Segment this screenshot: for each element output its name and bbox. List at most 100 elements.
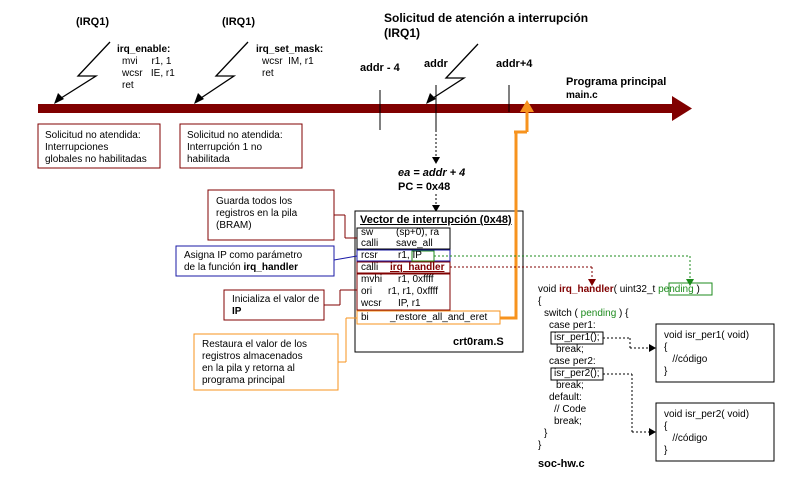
handler-break1: break; — [556, 344, 584, 355]
handler-file-label: soc-hw.c — [538, 458, 585, 470]
vec-row-7-op: wcsr — [361, 298, 382, 309]
note-box-2 — [179, 123, 303, 169]
irq-label-1: (IRQ1) — [76, 16, 109, 28]
isr1-line-4: } — [664, 366, 668, 377]
vec-row-2-op: calli — [361, 238, 379, 249]
irq-enable-line-3: ret — [122, 80, 134, 91]
switch-end: ) { — [616, 308, 629, 319]
lightning-tip-1 — [54, 93, 64, 104]
label-save-line-3: (BRAM) — [216, 220, 252, 231]
label-ip-line-1: Asigna IP como parámetro — [184, 250, 303, 261]
handler-call1: isr_per1(); — [554, 332, 600, 343]
label-box-ip — [175, 245, 335, 277]
lightning-tip-3 — [426, 93, 436, 104]
label-box-save — [207, 189, 335, 241]
irq-enable-line-1: mvi r1, 1 — [122, 56, 172, 67]
label-ip-line-2: de la función irq_handler — [184, 262, 298, 274]
vector-box — [354, 210, 524, 353]
vec-row-6-op: ori — [361, 286, 373, 297]
label-restore-line-4: programa principal — [202, 375, 285, 386]
isr2-box — [655, 402, 775, 462]
note2-line-3: habilitada — [187, 154, 230, 165]
vec-row-6-arg: r1, r1, 0xffff — [388, 286, 439, 297]
handler-case1: case per1: — [549, 320, 596, 331]
pc-line: PC = 0x48 — [398, 181, 451, 193]
vec-row-8-op: bi — [361, 312, 369, 323]
handler-call2: isr_per2(); — [554, 368, 600, 379]
ea-line: ea = addr + 4 — [398, 167, 465, 179]
handler-open: { — [538, 296, 542, 307]
switch-var: pending — [580, 308, 617, 319]
label-restore-line-1: Restaura el valor de los — [202, 339, 308, 350]
ea-text: ea = addr + 4 — [398, 167, 466, 179]
label-save-line-1: Guarda todos los — [216, 196, 293, 207]
handler-break2: break; — [556, 380, 584, 391]
sig-func: irq_handler — [559, 284, 614, 295]
label-init-line-2: IP — [232, 306, 242, 317]
lightning-icon-3 — [429, 43, 479, 101]
sig-args: ( uint32_t — [613, 284, 659, 295]
irq-set-mask-line-1: wcsr IM, r1 — [262, 56, 314, 67]
crt-file-label: crt0ram.S — [453, 336, 504, 348]
main-program-title: Programa principal — [566, 76, 667, 88]
note2-line-1: Solicitud no atendida: — [187, 130, 283, 141]
title-line-2: (IRQ1) — [384, 26, 420, 40]
vec-row-1-arg: (sp+0), ra — [396, 227, 440, 238]
sig-end: ) — [693, 284, 700, 295]
addr-minus4-label: addr - 4 — [360, 62, 400, 74]
vector-title: Vector de interrupción (0x48) — [360, 214, 512, 226]
vec-row-3-op: rcsr — [361, 250, 378, 261]
note1-line-3: globales no habilitadas — [45, 154, 147, 165]
note1-line-1: Solicitud no atendida: — [45, 130, 141, 141]
handler-signature: void irq_handler( uint32_t pending ) — [538, 284, 700, 296]
vec-row-1-op: sw — [361, 227, 374, 238]
isr2-line-2: { — [664, 421, 668, 432]
label-box-init — [223, 289, 325, 321]
return-arrowhead — [520, 100, 534, 112]
lightning-icon-2 — [197, 41, 249, 101]
label-save-line-2: registros en la pila — [216, 208, 298, 219]
irq-set-mask-line-2: ret — [262, 68, 274, 79]
note1-line-2: Interrupciones — [45, 142, 109, 153]
addr-plus4-label: addr+4 — [496, 58, 533, 70]
label-ip-line-2-func: irq_handler — [243, 262, 298, 273]
vec-row-4-arg: irq_handler — [390, 262, 445, 273]
lightning-icon-1 — [57, 41, 111, 101]
handler-default: default: — [549, 392, 582, 403]
label-init-line-1: Inicializa el valor de — [232, 294, 320, 305]
sig-void: void — [538, 284, 560, 295]
timeline-bar — [38, 104, 678, 113]
handler-close: } — [538, 440, 542, 451]
isr2-line-3: //código — [664, 433, 708, 444]
irq-set-mask-title: irq_set_mask: — [256, 44, 324, 55]
vec-row-3-arg: r1, IP — [398, 250, 422, 261]
vec-row-2-arg: save_all — [396, 238, 433, 249]
handler-close-inner: } — [544, 428, 548, 439]
note-box-1 — [37, 123, 161, 169]
label-restore-line-2: registros almacenados — [202, 351, 303, 362]
isr1-line-1: void isr_per1( void) — [664, 330, 750, 341]
isr2-line-1: void isr_per2( void) — [664, 409, 750, 420]
label-ip-line-2-text: de la función — [184, 262, 244, 273]
isr1-line-3: //código — [664, 354, 708, 365]
vec-row-5-arg: r1, 0xffff — [398, 274, 434, 285]
vec-row-5-op: mvhi — [361, 274, 383, 285]
isr1-line-2: { — [664, 342, 668, 353]
irq-label-2: (IRQ1) — [222, 16, 255, 28]
handler-case2: case per2: — [549, 356, 596, 367]
vec-row-4-op: calli — [361, 262, 379, 273]
irq-enable-title: irq_enable: — [117, 44, 171, 55]
isr1-box — [655, 323, 775, 383]
note2-line-2: Interrupción 1 no — [187, 142, 263, 153]
addr-label: addr — [424, 58, 448, 70]
vec-row-8-arg: _restore_all_and_eret — [390, 312, 488, 323]
lightning-tip-2 — [194, 93, 204, 104]
isr2-line-4: } — [664, 445, 668, 456]
handler-switch: switch ( pending ) { — [544, 308, 629, 320]
label-restore-line-3: en la pila y retorna al — [202, 363, 295, 374]
title-line-1: Solicitud de atención a interrupción — [384, 11, 589, 25]
pending-param-frame — [668, 282, 713, 296]
irq-enable-line-2: wcsr IE, r1 — [122, 68, 175, 79]
